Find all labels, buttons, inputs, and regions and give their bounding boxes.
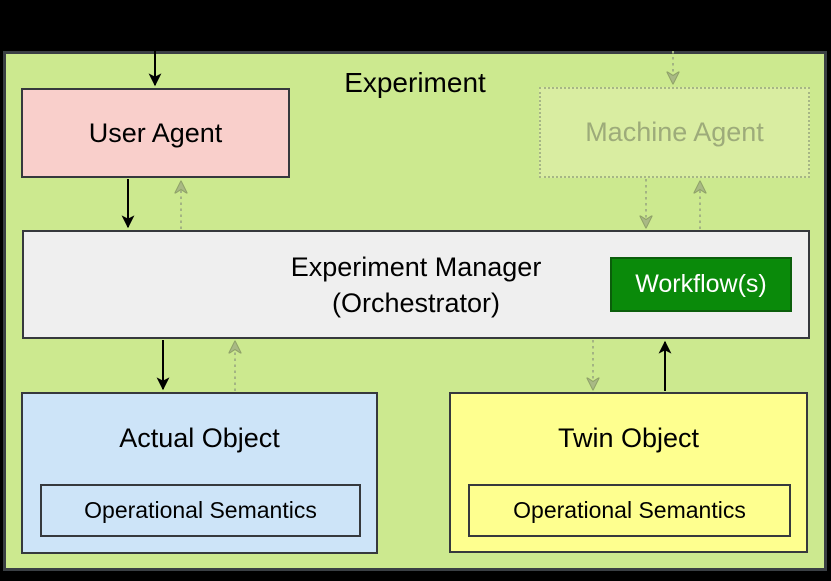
actual-object-operational-semantics-label: Operational Semantics	[84, 497, 317, 523]
twin-object-operational-semantics-box: Operational Semantics	[468, 484, 791, 537]
experiment-manager-label-line2: (Orchestrator)	[331, 287, 501, 318]
workflow-label: Workflow(s)	[635, 270, 767, 298]
user-agent-box: User Agent	[21, 88, 290, 178]
actual-object-label: Actual Object	[119, 423, 280, 453]
actual-object-box: Actual Object Operational Semantics	[21, 392, 378, 554]
experiment-title: Experiment	[344, 67, 486, 98]
machine-agent-box: Machine Agent	[539, 87, 810, 178]
machine-agent-label: Machine Agent	[585, 117, 764, 147]
actual-object-operational-semantics-box: Operational Semantics	[40, 484, 361, 537]
twin-object-box: Twin Object Operational Semantics	[449, 392, 808, 553]
experiment-manager-box: Experiment Manager (Orchestrator)	[22, 230, 810, 339]
twin-object-operational-semantics-label: Operational Semantics	[513, 497, 746, 523]
user-agent-label: User Agent	[88, 117, 223, 148]
twin-object-label: Twin Object	[557, 423, 700, 453]
workflow-box: Workflow(s)	[610, 257, 792, 312]
experiment-manager-label-line1: Experiment Manager	[290, 251, 542, 282]
